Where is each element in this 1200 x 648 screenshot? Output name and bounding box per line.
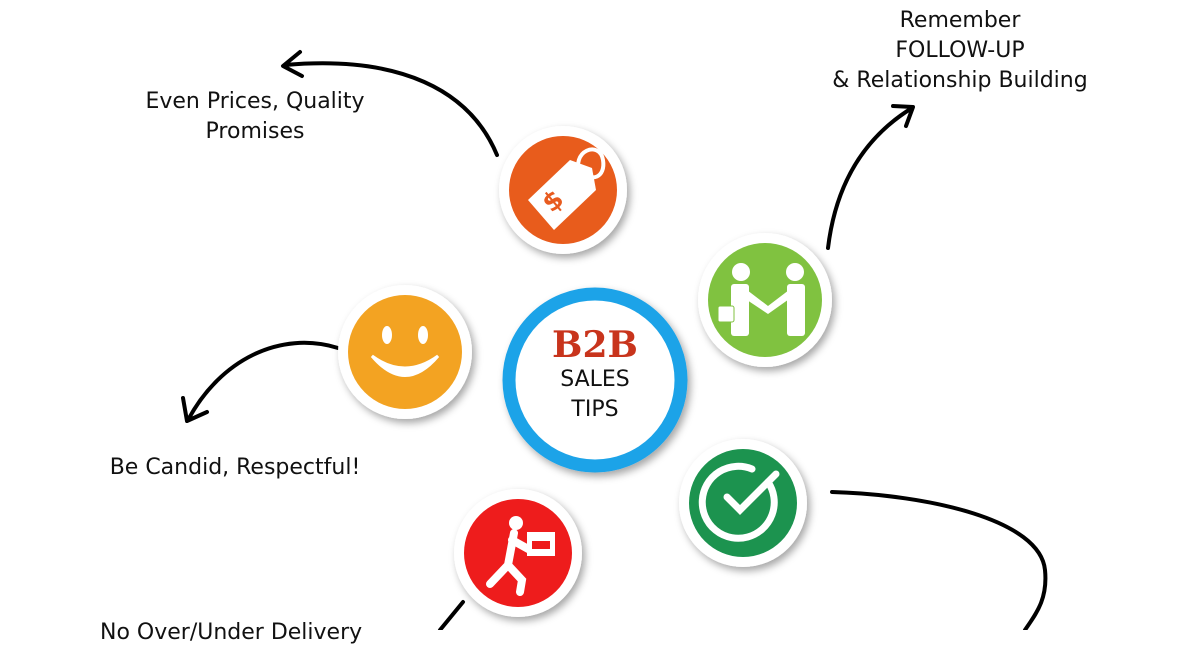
arrow-prices <box>281 50 499 157</box>
center-ring <box>502 287 688 473</box>
handshake-icon <box>717 263 805 336</box>
label-line: Be Candid, Respectful! <box>109 455 361 480</box>
clock-check-icon <box>698 462 780 542</box>
diagram-canvas: $ <box>181 50 1048 630</box>
label-line: FOLLOW-UP <box>895 38 1025 63</box>
smiley-icon <box>370 326 440 377</box>
arrow-delivery <box>438 600 465 630</box>
center-title-line2: TIPS <box>571 397 619 422</box>
tip-circle-candid <box>338 285 472 419</box>
arrow-followup <box>826 104 915 250</box>
price-tag-icon: $ <box>528 147 606 230</box>
arrow-clock <box>830 490 1048 630</box>
tip-circle-delivery <box>454 489 582 617</box>
center-title-b2b: B2B <box>552 324 638 366</box>
label-line: Even Prices, Quality <box>145 89 365 114</box>
label-line: Promises <box>205 119 305 144</box>
center-title-line1: SALES <box>560 367 630 392</box>
tip-label-prices: Even Prices, Quality Promises <box>135 87 375 147</box>
tip-circle-followup <box>698 233 832 367</box>
label-line: No Over/Under Delivery <box>100 620 363 645</box>
tip-label-followup: Remember FOLLOW-UP & Relationship Buildi… <box>820 6 1100 96</box>
arrow-candid <box>181 340 340 423</box>
tip-label-delivery: No Over/Under Delivery <box>100 618 362 648</box>
center-title: B2B SALES TIPS <box>505 325 685 425</box>
label-line: Remember <box>899 8 1021 33</box>
delivery-person-icon <box>486 516 555 596</box>
label-line: & Relationship Building <box>832 68 1088 93</box>
tip-label-candid: Be Candid, Respectful! <box>100 453 370 483</box>
